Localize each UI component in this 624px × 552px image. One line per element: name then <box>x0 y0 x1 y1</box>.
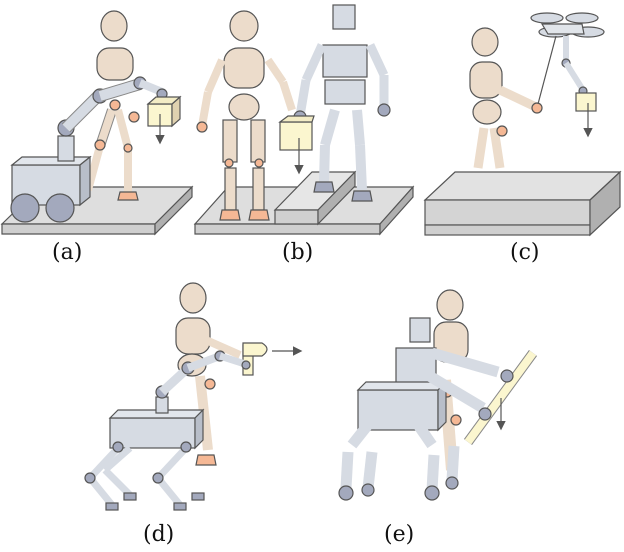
panel-label-b: (b) <box>282 240 314 265</box>
panel-label-a: (a) <box>52 240 83 265</box>
box-object-a <box>146 95 182 145</box>
panel-label-e: (e) <box>384 522 415 547</box>
panel-e <box>338 289 538 501</box>
panel-label-c: (c) <box>510 240 540 265</box>
human-b <box>196 10 296 221</box>
humanoid-robot-b <box>293 4 391 202</box>
panel-d <box>84 282 303 511</box>
drill-object-d <box>242 342 303 376</box>
quadruped-dual-arm-robot-e <box>338 317 514 501</box>
panel-c <box>423 12 622 237</box>
panel-b <box>193 4 415 236</box>
panel-label-d: (d) <box>143 522 175 547</box>
wheeled-robot-a <box>10 76 168 223</box>
drone-c <box>530 12 605 138</box>
box-object-b <box>278 115 315 175</box>
human-c <box>469 27 543 169</box>
panel-a <box>0 10 194 236</box>
quadruped-robot-d <box>84 350 251 511</box>
bar-object-e <box>463 350 538 445</box>
